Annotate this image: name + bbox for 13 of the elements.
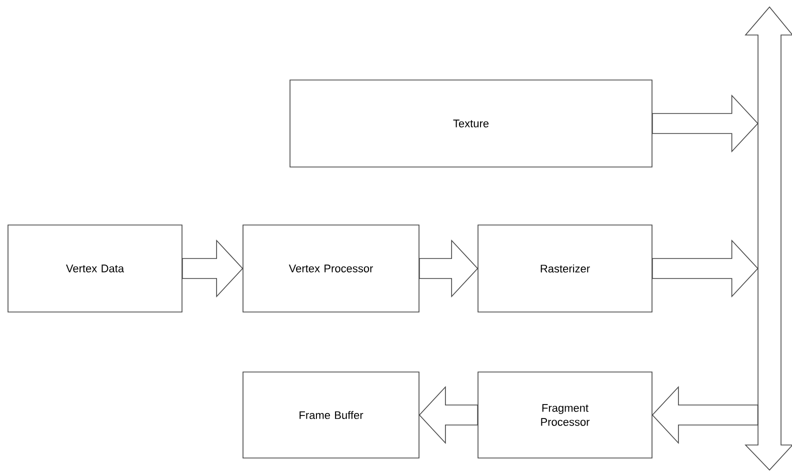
process-box: Vertex Processor (242, 224, 420, 312)
process-box: Frame Buffer (242, 372, 420, 458)
process-box: Fragment Processor (478, 372, 652, 458)
process-box: Rasterizer (478, 224, 652, 312)
process-box: Texture (290, 80, 652, 168)
block-arrow (418, 386, 478, 444)
block-arrow (652, 386, 758, 444)
block-arrow (652, 94, 758, 153)
process-box: Vertex Data (8, 224, 182, 312)
block-arrow (652, 239, 758, 298)
bus-double-arrow (744, 6, 792, 471)
block-arrow (182, 239, 244, 298)
block-arrow (419, 239, 478, 298)
